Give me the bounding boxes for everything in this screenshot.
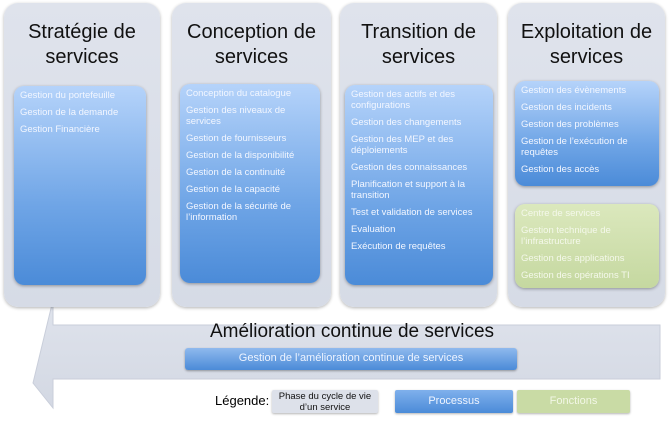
process-item: Gestion des incidents (521, 102, 612, 113)
legend-label: Légende: (215, 393, 270, 408)
process-item: Gestion de la disponibilité (186, 150, 295, 161)
process-item: Gestion du portefeuille (20, 90, 116, 101)
process-box: Gestion des évènements Gestion des incid… (515, 81, 659, 186)
function-item: Gestion technique de l’infrastructure (521, 225, 611, 247)
process-box: Conception du catalogue Gestion des nive… (180, 84, 320, 283)
legend-function: Fonctions (517, 390, 630, 413)
process-item: Planification et support à la transition (351, 179, 466, 201)
process-item: Gestion des actifs et des configurations (351, 89, 456, 111)
phase-title: Exploitation de services (520, 21, 653, 68)
process-item: Gestion de la demande (20, 107, 119, 118)
process-item: Gestion des niveaux de services (186, 105, 286, 127)
process-item: Test et validation de services (351, 207, 473, 218)
process-item: Gestion des changements (351, 117, 462, 128)
phase-title: Conception de services (187, 21, 316, 68)
phase-transition: Transition de services Gestion des actif… (340, 3, 497, 307)
process-item: Gestion des accès (521, 164, 600, 175)
function-item: Centre de services (521, 208, 601, 219)
process-item: Gestion des MEP et des déploiements (351, 134, 454, 156)
process-item: Gestion des évènements (521, 85, 627, 96)
function-box: Centre de services Gestion technique de … (515, 204, 659, 288)
function-item: Gestion des applications (521, 253, 625, 264)
process-item: Gestion des problèmes (521, 119, 619, 130)
process-box: Gestion des actifs et des configurations… (345, 85, 493, 285)
process-item: Gestion de l’exécution de requêtes (521, 136, 628, 158)
process-box: Gestion du portefeuille Gestion de la de… (14, 86, 146, 285)
process-item: Conception du catalogue (186, 88, 292, 99)
process-item: Gestion de fournisseurs (186, 133, 287, 144)
phase-operation: Exploitation de services Gestion des évè… (508, 3, 665, 307)
process-item: Gestion des connaissances (351, 162, 468, 173)
process-item: Gestion de la capacité (186, 184, 281, 195)
legend-phase: Phase du cycle de vie d’un service (272, 390, 378, 413)
function-item: Gestion des opérations TI (521, 270, 630, 281)
phase-strategy: Stratégie de services Gestion du portefe… (4, 3, 160, 307)
process-item: Exécution de requêtes (351, 241, 446, 252)
process-item: Gestion de la sécurité de l’information (186, 201, 292, 223)
continual-process: Gestion de l’amélioration continue de se… (185, 348, 517, 370)
continual-title: Amélioration continue de services (209, 321, 495, 342)
phase-title: Transition de services (361, 21, 476, 68)
legend-process: Processus (395, 390, 513, 413)
process-item: Gestion de la continuité (186, 167, 286, 178)
process-item: Gestion Financière (20, 124, 100, 135)
process-item: Evaluation (351, 224, 396, 235)
phase-design: Conception de services Conception du cat… (172, 3, 331, 307)
phase-title: Stratégie de services (28, 21, 136, 68)
